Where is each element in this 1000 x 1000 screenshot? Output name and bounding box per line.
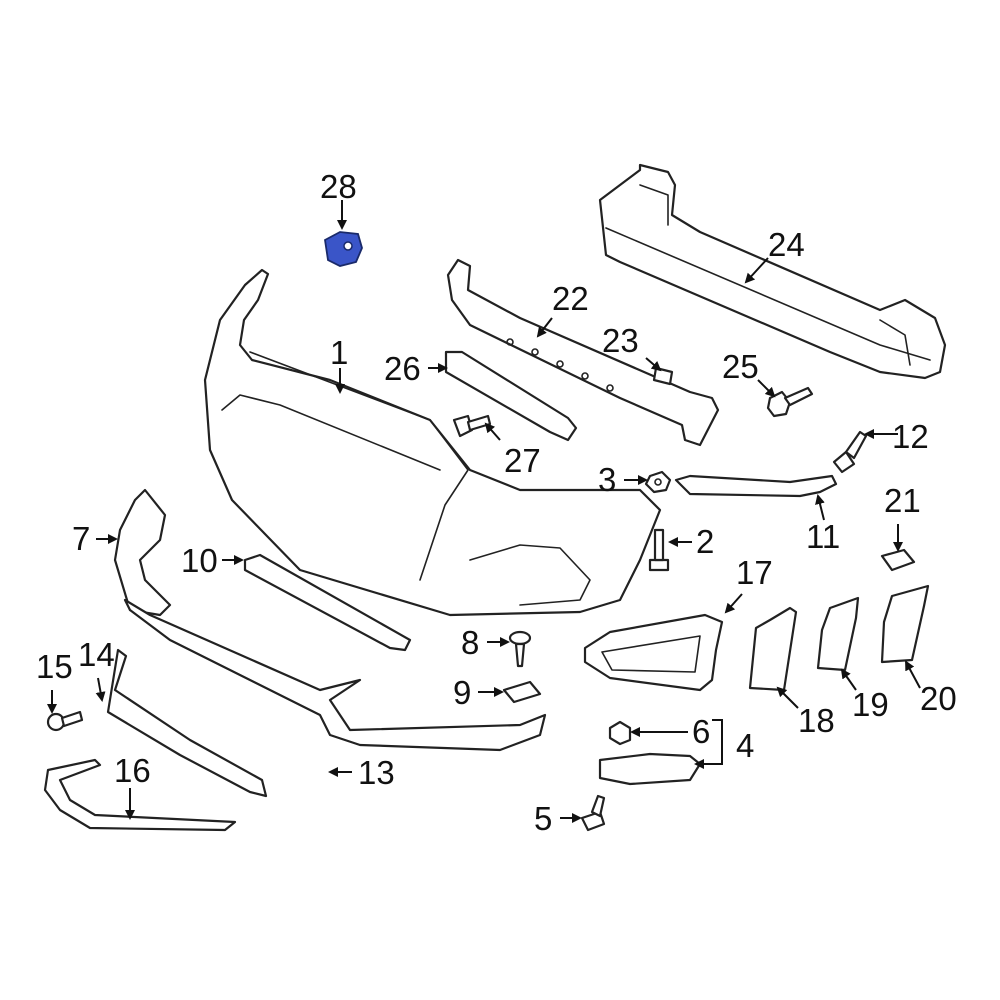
callout-24: 24 <box>768 226 805 263</box>
callout-10: 10 <box>181 542 218 579</box>
part-11-trim-strip[interactable] <box>674 474 838 498</box>
part-23-clip[interactable] <box>652 366 674 386</box>
part-7-lower-frame[interactable] <box>113 488 172 617</box>
part-27-screw[interactable] <box>452 414 492 438</box>
callout-2: 2 <box>696 523 714 560</box>
callout-17: 17 <box>736 554 773 591</box>
part-6-nut[interactable] <box>608 720 632 746</box>
callout-8: 8 <box>461 624 479 661</box>
part-12-screw[interactable] <box>832 430 868 474</box>
part-2-screw[interactable] <box>648 528 670 572</box>
callout-25: 25 <box>722 348 759 385</box>
part-14-trim-strip[interactable] <box>106 648 268 798</box>
part-22-energy-absorber[interactable] <box>446 258 720 447</box>
callout-labels: 28 1 2 3 4 5 6 7 8 9 10 11 12 13 14 15 1… <box>36 168 957 837</box>
part-28-sensor-bracket[interactable] <box>324 231 363 267</box>
part-18-side-bracket[interactable] <box>748 606 798 692</box>
part-4-bracket[interactable] <box>598 752 702 786</box>
callout-16: 16 <box>114 752 151 789</box>
callout-20: 20 <box>920 680 957 717</box>
part-13-lower-lip[interactable] <box>123 598 547 752</box>
part-19-side-bracket[interactable] <box>816 596 860 672</box>
callout-13: 13 <box>358 754 395 791</box>
callout-27: 27 <box>504 442 541 479</box>
callout-3: 3 <box>598 461 616 498</box>
callout-11: 11 <box>806 518 840 555</box>
callout-21: 21 <box>884 482 921 519</box>
part-25-bolt[interactable] <box>766 386 814 418</box>
callout-4: 4 <box>736 727 754 764</box>
callout-9: 9 <box>453 674 471 711</box>
part-3-nut[interactable] <box>644 470 672 494</box>
callout-22: 22 <box>552 280 589 317</box>
callout-15: 15 <box>36 648 73 685</box>
part-24-impact-bar[interactable] <box>598 163 947 380</box>
part-8-screw[interactable] <box>508 630 532 668</box>
callout-26: 26 <box>384 350 421 387</box>
callout-12: 12 <box>892 418 929 455</box>
part-5-screw[interactable] <box>580 794 606 832</box>
part-20-side-bracket[interactable] <box>880 584 930 664</box>
leader-lines <box>47 200 921 823</box>
callout-28: 28 <box>320 168 357 205</box>
callout-7: 7 <box>72 520 90 557</box>
part-15-screw[interactable] <box>46 710 84 732</box>
part-1-bumper-cover[interactable] <box>203 268 662 617</box>
callout-23: 23 <box>602 322 639 359</box>
callout-5: 5 <box>534 800 552 837</box>
callout-14: 14 <box>78 636 115 673</box>
callout-1: 1 <box>330 334 348 371</box>
callout-19: 19 <box>852 686 889 723</box>
callout-6: 6 <box>692 713 710 750</box>
part-16-lower-trim[interactable] <box>43 758 237 832</box>
part-21-clip[interactable] <box>880 548 916 572</box>
part-9-clip[interactable] <box>502 680 542 704</box>
callout-18: 18 <box>798 702 835 739</box>
part-17-fog-bezel[interactable] <box>583 613 724 692</box>
part-26-bracket[interactable] <box>444 350 578 442</box>
part-10-grille-strip[interactable] <box>243 553 412 652</box>
